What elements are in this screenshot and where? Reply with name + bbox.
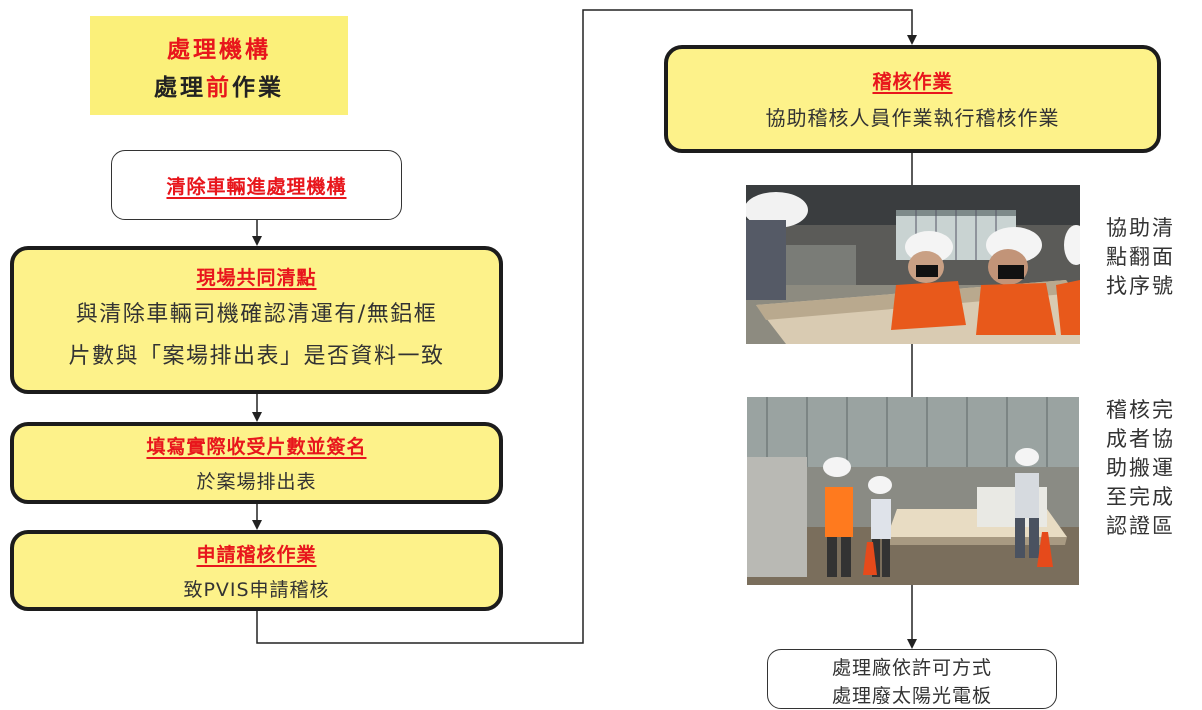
step-title: 現場共同清點 bbox=[196, 266, 317, 289]
audit-title: 稽核作業 bbox=[872, 71, 953, 93]
header-subtitle: 處理前作業 bbox=[154, 68, 284, 102]
caption-line: 成者協 bbox=[1106, 427, 1175, 451]
connector-lines bbox=[252, 9, 917, 649]
caption-line: 助搬運 bbox=[1106, 456, 1175, 480]
final-line: 處理廠依許可方式 bbox=[831, 657, 992, 679]
caption-line: 至完成 bbox=[1106, 485, 1175, 509]
photo1-caption: 協助清 點翻面 找序號 bbox=[1106, 214, 1196, 301]
final-line: 處理廢太陽光電板 bbox=[831, 685, 992, 707]
header-subtitle-part1: 處理 bbox=[154, 74, 206, 101]
caption-line: 認證區 bbox=[1106, 514, 1175, 538]
step-body: 於案場排出表 bbox=[196, 471, 317, 493]
header-subtitle-part2: 作業 bbox=[232, 74, 284, 101]
header-subtitle-highlight: 前 bbox=[206, 74, 232, 101]
caption-line: 點翻面 bbox=[1106, 245, 1175, 269]
step-title: 申請稽核作業 bbox=[196, 543, 317, 566]
caption-line: 找序號 bbox=[1106, 274, 1175, 298]
final-box: 處理廠依許可方式 處理廢太陽光電板 bbox=[767, 649, 1057, 709]
connector-step4-to-audit bbox=[256, 9, 917, 644]
photo2-caption: 稽核完 成者協 助搬運 至完成 認證區 bbox=[1106, 396, 1196, 541]
step-clear-vehicle-entry: 清除車輛進處理機構 bbox=[111, 150, 402, 220]
step-body-line: 片數與「案場排出表」是否資料一致 bbox=[68, 343, 445, 369]
header-title: 處理機構 bbox=[167, 36, 271, 63]
step-body: 致PVIS申請稽核 bbox=[183, 578, 330, 601]
step-fill-and-sign: 填寫實際收受片數並簽名 於案場排出表 bbox=[10, 422, 503, 504]
caption-line: 稽核完 bbox=[1106, 398, 1175, 422]
step-onsite-count: 現場共同清點 與清除車輛司機確認清運有/無鋁框 片數與「案場排出表」是否資料一致 bbox=[10, 246, 503, 394]
header-box: 處理機構 處理前作業 bbox=[90, 16, 348, 115]
caption-line: 協助清 bbox=[1106, 216, 1175, 240]
photo-workers-carrying-panel bbox=[747, 397, 1079, 585]
step-title: 填寫實際收受片數並簽名 bbox=[146, 436, 367, 458]
step-title: 清除車輛進處理機構 bbox=[166, 175, 347, 198]
audit-body: 協助稽核人員作業執行稽核作業 bbox=[765, 106, 1060, 130]
step-apply-audit: 申請稽核作業 致PVIS申請稽核 bbox=[10, 530, 503, 611]
step-body-line: 與清除車輛司機確認清運有/無鋁框 bbox=[75, 301, 438, 327]
audit-box: 稽核作業 協助稽核人員作業執行稽核作業 bbox=[664, 45, 1161, 153]
photo-workers-flipping-panel bbox=[746, 185, 1080, 344]
